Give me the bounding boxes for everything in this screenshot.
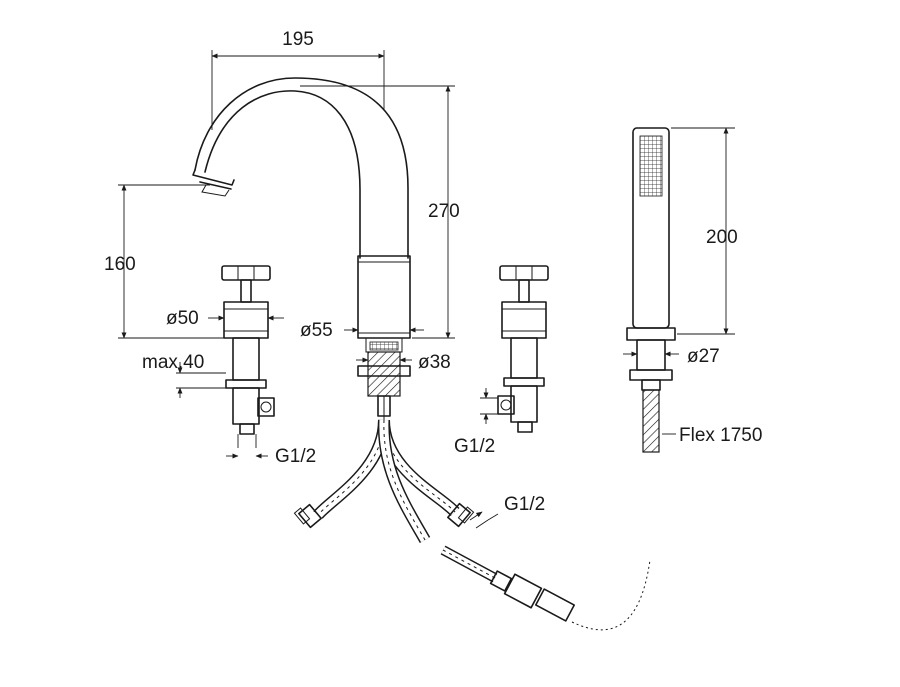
supply-hoses — [293, 419, 651, 631]
label-spout-height: 270 — [428, 201, 460, 222]
label-hose-thread: G1/2 — [504, 494, 545, 515]
left-valve — [221, 265, 275, 435]
label-max-deck: max.40 — [142, 352, 204, 373]
label-flex-hose: Flex 1750 — [679, 425, 762, 446]
label-right-thread: G1/2 — [454, 436, 495, 457]
dimension-lines — [118, 50, 735, 529]
label-handshower-diameter: ø27 — [687, 346, 720, 367]
spout — [192, 77, 411, 420]
label-handle-diameter: ø50 — [166, 308, 199, 329]
label-spout-base-diameter: ø38 — [418, 352, 451, 373]
right-valve — [497, 265, 549, 433]
label-outlet-height: 160 — [104, 254, 136, 275]
label-left-thread: G1/2 — [275, 446, 316, 467]
label-handshower-length: 200 — [706, 227, 738, 248]
label-spout-reach: 195 — [282, 29, 314, 50]
label-spout-body-diameter: ø55 — [300, 320, 333, 341]
handshower — [626, 127, 676, 453]
